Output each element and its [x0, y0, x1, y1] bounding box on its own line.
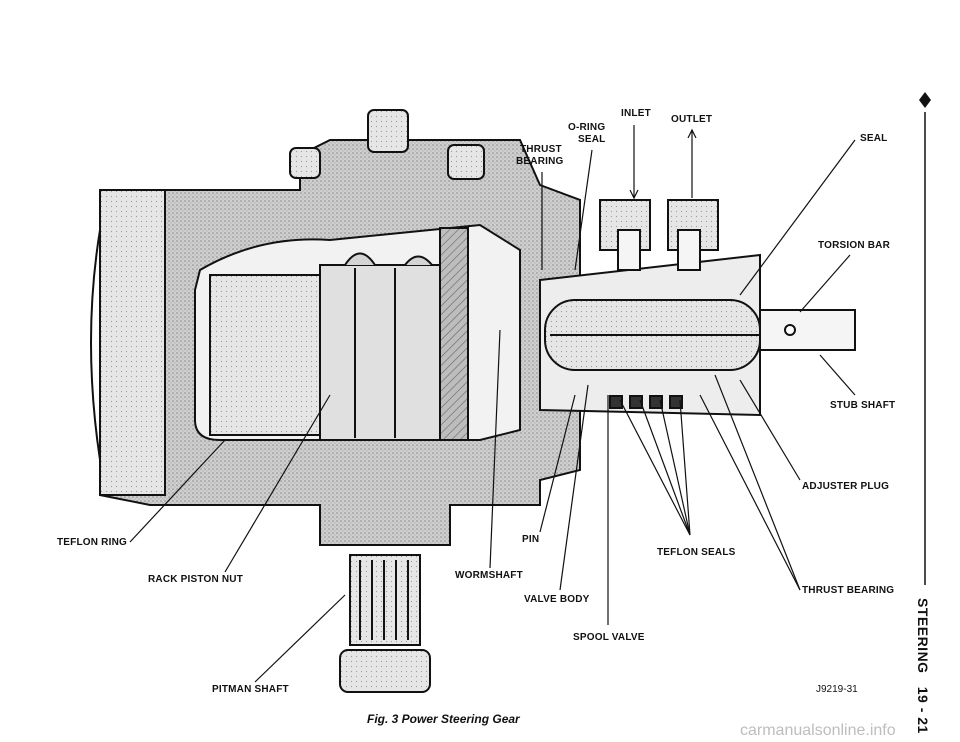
label-valve-body: VALVE BODY: [524, 594, 590, 605]
thrust-bearing-bottom-leader-1: [699, 394, 801, 591]
label-thrust-bearing-top-1: THRUST: [520, 144, 562, 155]
label-wormshaft: WORMSHAFT: [455, 570, 523, 581]
label-spool-valve: SPOOL VALVE: [573, 632, 645, 643]
section-title: STEERING: [915, 598, 931, 674]
pitman-shaft-leader: [254, 594, 346, 683]
pin-leader: [539, 394, 576, 533]
label-seal: SEAL: [860, 133, 888, 144]
rack-piston-cavity: [194, 223, 521, 441]
watermark: carmanualsonline.info: [740, 722, 896, 739]
adjuster-plug-leader: [739, 379, 801, 481]
label-adjuster-plug: ADJUSTER PLUG: [802, 481, 890, 492]
label-inlet: INLET: [621, 108, 651, 119]
label-rack-piston-nut: RACK PISTON NUT: [148, 574, 244, 585]
label-pin: PIN: [522, 534, 540, 545]
page-number: 19 - 21: [915, 686, 931, 734]
thrust-bearing-bottom-leader-2: [714, 374, 801, 591]
label-pitman-shaft: PITMAN SHAFT: [212, 684, 289, 695]
teflon-seals-leader-3: [659, 399, 691, 536]
valve-assembly: [539, 199, 761, 417]
teflon-ring-leader: [129, 439, 226, 543]
pitman-shaft: [339, 554, 431, 693]
seal-leader: [739, 139, 856, 296]
label-teflon-ring: TEFLON RING: [57, 537, 127, 548]
torsion-bar-leader: [799, 254, 851, 313]
label-o-ring-seal-2: SEAL: [578, 134, 606, 145]
teflon-seals-leader-1: [619, 399, 691, 536]
stub-shaft-leader: [819, 354, 856, 396]
teflon-seals-leader-2: [639, 399, 691, 536]
running-header: STEERING 19 - 21: [905, 590, 935, 734]
label-o-ring-seal-1: O-RING: [568, 122, 606, 133]
wormshaft-leader: [489, 329, 501, 569]
stub-shaft: [759, 309, 856, 351]
valve-body-leader: [559, 384, 589, 591]
figure-id: J9219-31: [816, 684, 858, 695]
figure-caption: Fig. 3 Power Steering Gear: [367, 712, 520, 726]
label-thrust-bearing-bottom: THRUST BEARING: [802, 585, 895, 596]
label-torsion-bar: TORSION BAR: [818, 240, 891, 251]
label-thrust-bearing-top-2: BEARING: [516, 156, 564, 167]
label-stub-shaft: STUB SHAFT: [830, 400, 896, 411]
label-outlet: OUTLET: [671, 114, 713, 125]
diamond-icon: [919, 92, 931, 108]
label-teflon-seals: TEFLON SEALS: [657, 547, 736, 558]
leader-lines: [129, 125, 856, 683]
section-title-and-page: STEERING 19 - 21: [915, 598, 931, 734]
o-ring-seal-leader: [574, 149, 593, 271]
page-margin-rule: [919, 92, 931, 585]
teflon-seals-leader-4: [679, 399, 691, 536]
rack-piston-nut-leader: [224, 394, 331, 573]
